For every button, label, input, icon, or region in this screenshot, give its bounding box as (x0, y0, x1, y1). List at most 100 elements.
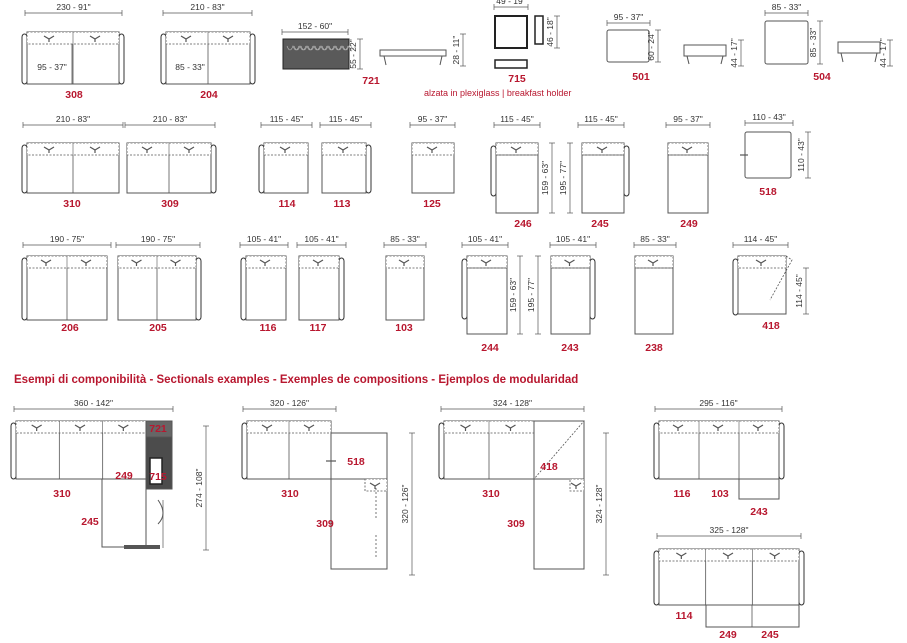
module-code: 103 (395, 322, 413, 334)
dimension-label: 85 - 33" (640, 234, 669, 244)
dimension-label: 152 - 60" (298, 21, 332, 31)
module-243: 105 - 41" 195 - 77" 243 (526, 234, 597, 354)
module-code: 249 (719, 629, 737, 641)
module-204: 210 - 83"85 - 33"204 (160, 2, 256, 101)
module-238: 85 - 33" 238 (633, 234, 677, 354)
module-code: 103 (711, 488, 729, 500)
dimension-label: 85 - 33" (390, 234, 419, 244)
module-113: 115 - 45" 113 (319, 114, 372, 210)
dimension-label: 110 - 43" (752, 112, 786, 122)
module-117: 105 - 41"117 (296, 234, 347, 334)
module-418: 114 - 45"114 - 45"418 (732, 234, 809, 332)
module-206: 190 - 75" 206 (21, 234, 112, 334)
module-code: 249 (680, 218, 698, 230)
dimension-label: 325 - 128" (710, 525, 749, 535)
module-code: 125 (423, 198, 441, 210)
module-code: 204 (200, 89, 218, 101)
module-114: 115 - 45"114 (258, 114, 313, 210)
dimension-label: 105 - 41" (468, 234, 502, 244)
module-249: 95 - 37" 249 (665, 114, 711, 230)
dimension-label: 95 - 37" (418, 114, 447, 124)
module-code: 116 (260, 322, 277, 334)
dimension-label: 115 - 45" (500, 114, 534, 124)
dimension-label: 115 - 45" (329, 114, 363, 124)
composition-1: 360 - 142" 274 - 108" 310 249 721 715 245 (10, 398, 209, 551)
dimension-label: 324 - 128" (594, 485, 604, 524)
dimension-label: 115 - 45" (584, 114, 618, 124)
dimension-label: 49 - 19" (496, 0, 525, 6)
module-code: 245 (761, 629, 779, 641)
dimension-label: 210 - 83" (56, 114, 90, 124)
module-code: 721 (149, 423, 167, 435)
module-205: 190 - 75" 205 (115, 234, 202, 334)
module-103: 85 - 33" 103 (383, 234, 427, 334)
module-code: 518 (759, 186, 777, 198)
dimension-label: 195 - 77" (526, 278, 536, 312)
module-code: 246 (514, 218, 532, 230)
module-code: 418 (540, 461, 558, 473)
module-code: 310 (281, 488, 299, 500)
dimension-label: 85 - 33" (808, 28, 818, 57)
dimension-label: 85 - 33" (175, 62, 204, 72)
module-310: 210 - 83" 310 (21, 114, 124, 210)
dimension-label: 159 - 63" (508, 278, 518, 312)
module-code: 113 (334, 198, 351, 210)
module-504: 85 - 33" 85 - 33" 44 - 17" 504 (764, 2, 893, 83)
module-code: 721 (362, 75, 380, 87)
dimension-label: 114 - 45" (744, 234, 778, 244)
module-code: 243 (561, 342, 579, 354)
dimension-label: 190 - 75" (141, 234, 175, 244)
section-title: Esempi di componibilità - Sectionals exa… (14, 374, 579, 386)
module-245: 115 - 45"195 - 77"245 (558, 114, 630, 230)
dimension-label: 105 - 41" (556, 234, 590, 244)
dimension-label: 190 - 75" (50, 234, 84, 244)
module-308: 230 - 91" 95 - 37" 308 (21, 2, 125, 101)
module-code: 238 (645, 342, 663, 354)
module-code: 310 (63, 198, 81, 210)
module-code: 244 (481, 342, 499, 354)
module-code: 501 (632, 71, 650, 83)
module-code: 309 (507, 518, 525, 530)
dimension-label: 195 - 77" (558, 161, 568, 195)
dimension-label: 110 - 43" (796, 138, 806, 172)
dimension-label: 274 - 108" (194, 469, 204, 508)
dimension-label: 320 - 126" (400, 485, 410, 524)
module-code: 205 (149, 322, 167, 334)
module-code: 310 (53, 488, 71, 500)
dimension-label: 44 - 17" (878, 38, 888, 67)
module-code: 116 (674, 488, 691, 500)
module-code: 504 (813, 71, 831, 83)
module-code: 715 (508, 73, 526, 85)
dimension-label: 230 - 91" (56, 2, 90, 12)
dimension-label: 95 - 37" (614, 12, 643, 22)
module-721: 152 - 60"55 - 22"28 - 11"721 (281, 21, 466, 87)
dimension-label: 85 - 33" (772, 2, 801, 12)
plexi-note: alzata in plexiglass | breakfast holder (424, 88, 572, 98)
module-code: 715 (149, 471, 167, 483)
module-code: 308 (65, 89, 83, 101)
dimension-label: 95 - 37" (37, 62, 66, 72)
dimension-label: 105 - 41" (247, 234, 281, 244)
dimension-label: 46 - 18" (545, 17, 555, 46)
module-309: 210 - 83"309 (124, 114, 217, 210)
module-code: 310 (482, 488, 500, 500)
module-code: 249 (115, 470, 133, 482)
module-246: 115 - 45" 159 - 63" 246 (490, 114, 555, 230)
module-code: 206 (61, 322, 79, 334)
dimension-label: 360 - 142" (74, 398, 113, 408)
dimension-label: 105 - 41" (304, 234, 338, 244)
module-code: 309 (316, 518, 334, 530)
dimension-label: 210 - 83" (153, 114, 187, 124)
dimension-label: 295 - 116" (699, 398, 737, 408)
dimension-label: 95 - 37" (673, 114, 702, 124)
module-code: 245 (81, 516, 99, 528)
dimension-label: 60 - 24" (646, 31, 656, 60)
module-125: 95 - 37" 125 (409, 114, 456, 210)
dimension-label: 159 - 63" (540, 161, 550, 195)
dimension-label: 44 - 17" (729, 38, 739, 67)
